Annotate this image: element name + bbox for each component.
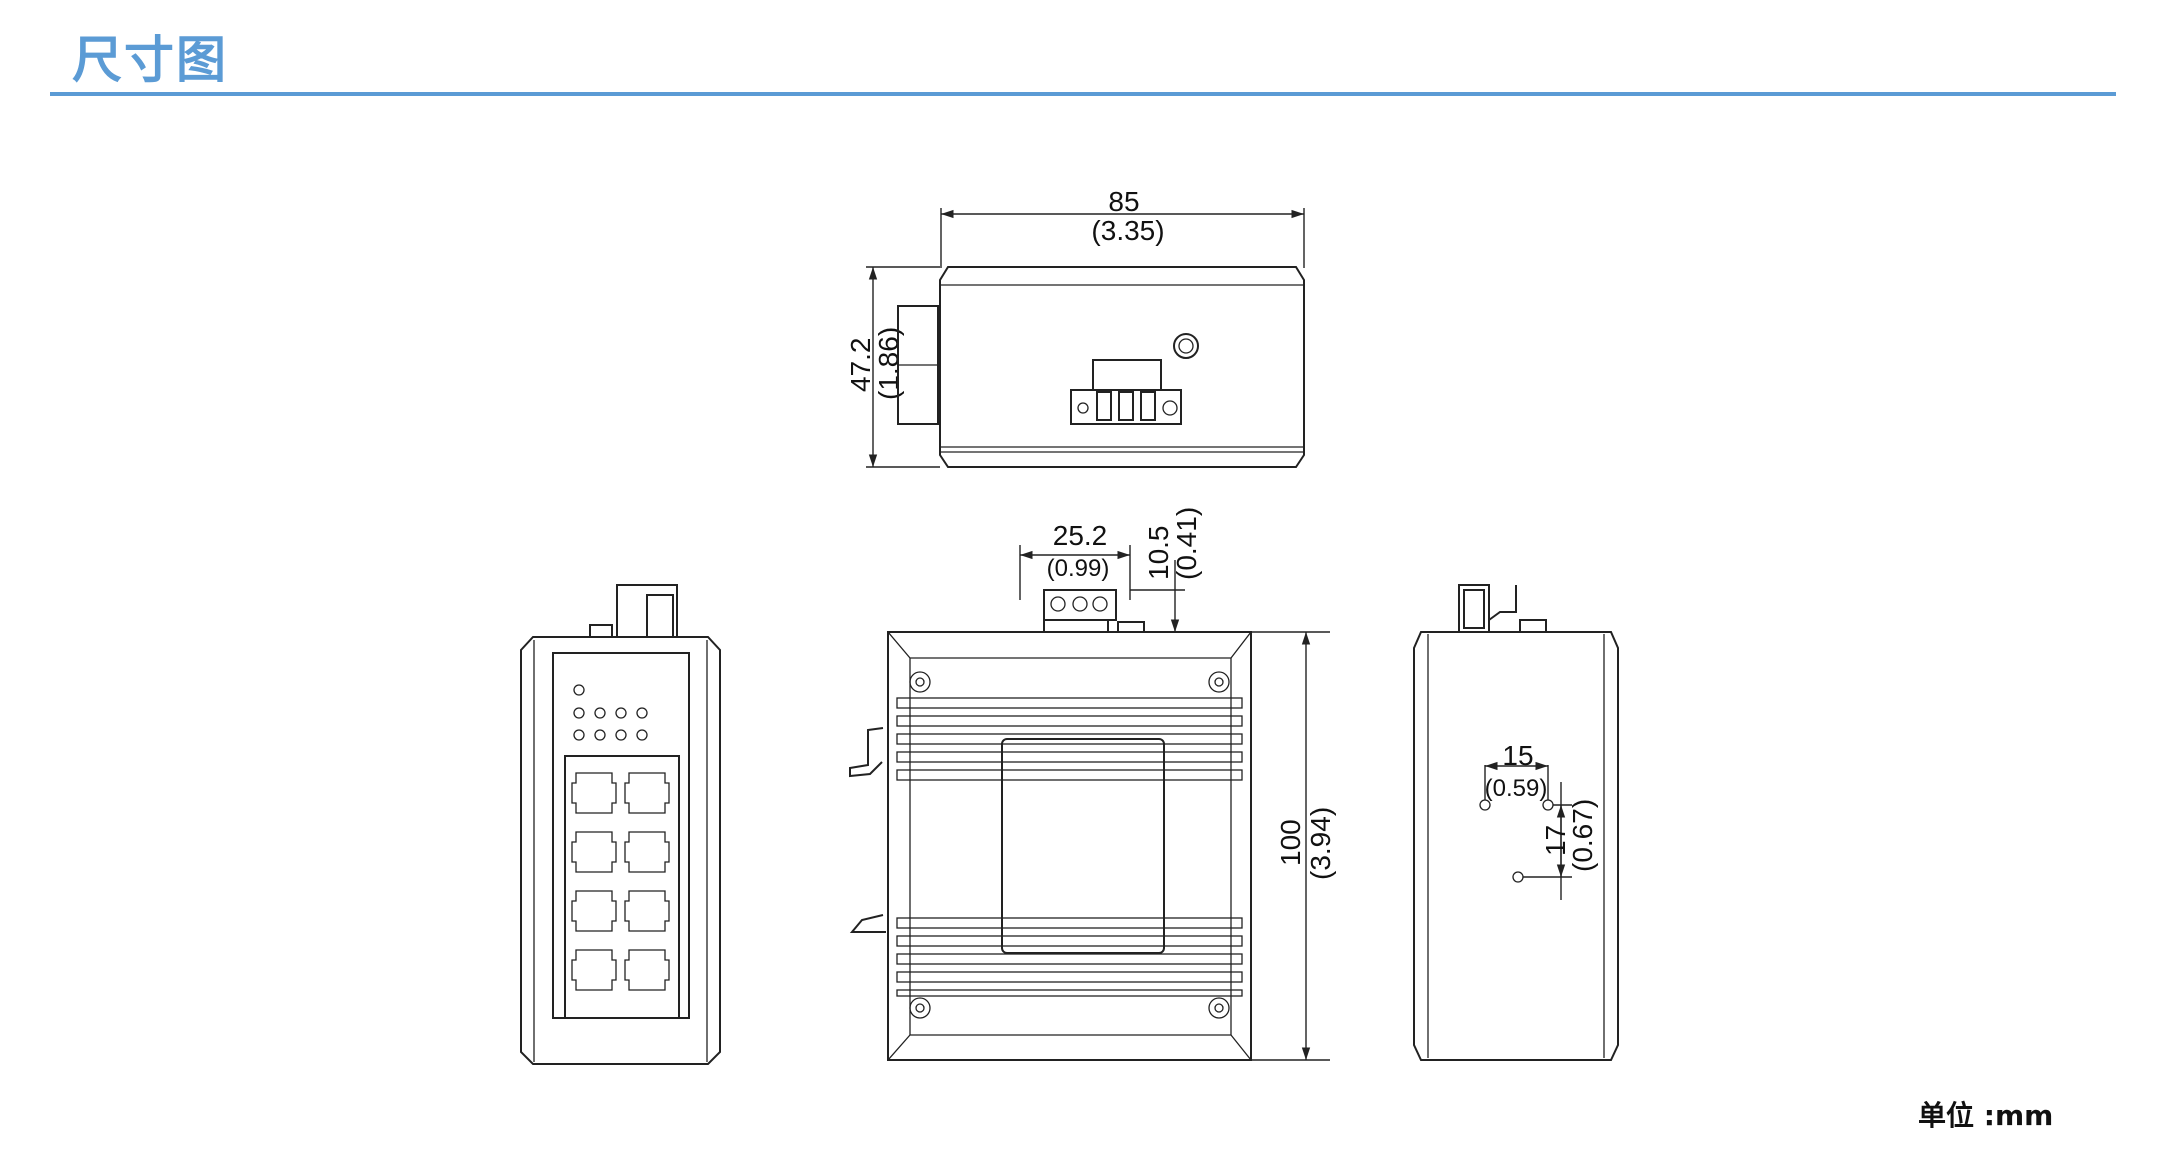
front-view: 25.2 (0.99) 10.5 (0.41) <box>849 507 1336 1061</box>
width-in-label: (3.35) <box>1091 215 1164 246</box>
terminal-block-top <box>1070 389 1182 425</box>
terminal-height-in-label: (0.41) <box>1171 507 1202 580</box>
heat-sink-fins <box>896 697 1243 997</box>
width-mm-label: 85 <box>1108 186 1139 217</box>
mounting-screws <box>909 671 1230 1019</box>
rj45-port-panel <box>564 755 680 1019</box>
height-in-label: (3.94) <box>1305 807 1336 880</box>
ground-screw-icon <box>1173 333 1199 359</box>
height-mm-label: 100 <box>1275 819 1306 866</box>
label-plate <box>1001 738 1165 954</box>
terminal-height-mm-label: 10.5 <box>1143 526 1174 581</box>
title-divider <box>50 92 2116 96</box>
hole-spacing-h-mm-label: 15 <box>1502 740 1533 771</box>
terminal-plug-top <box>1092 359 1162 391</box>
terminal-width-mm-label: 25.2 <box>1053 520 1108 551</box>
right-side-view: 15 (0.59) 17 (0.67) <box>1413 584 1619 1061</box>
terminal-width-in-label: (0.99) <box>1047 555 1110 582</box>
depth-in-label: (1.86) <box>873 327 904 400</box>
hole-spacing-v-mm-label: 17 <box>1540 825 1571 856</box>
terminal-block-front <box>1043 589 1117 621</box>
mounting-hole <box>1512 871 1524 883</box>
rj45-port-icons <box>571 772 670 991</box>
unit-label: 单位 :mm <box>1918 1099 2054 1132</box>
hole-spacing-v-in-label: (0.67) <box>1567 799 1598 872</box>
top-view: 85 (3.35) 47.2 (1.86) <box>845 186 1305 468</box>
hole-spacing-h-in-label: (0.59) <box>1485 775 1548 802</box>
port-side-view <box>520 584 721 1065</box>
page-title: 尺寸图 <box>72 31 228 89</box>
depth-mm-label: 47.2 <box>845 338 876 393</box>
